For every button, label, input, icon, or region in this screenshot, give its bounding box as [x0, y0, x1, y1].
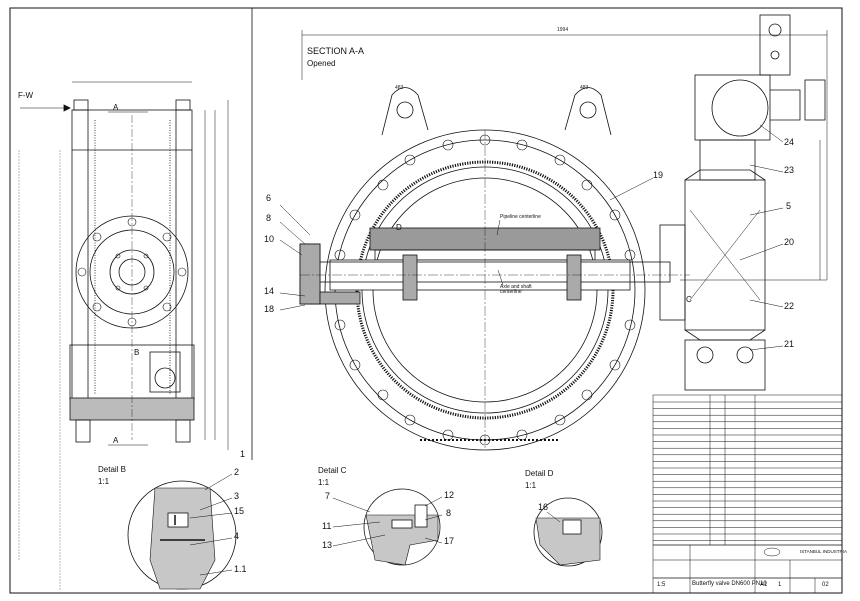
- callout-5: 5: [786, 201, 792, 211]
- callout-7: 7: [325, 491, 331, 501]
- detail-c-scale: 1:1: [318, 478, 330, 487]
- flow-label: F-W: [18, 91, 34, 100]
- callout-1-1: 1.1: [234, 564, 247, 574]
- callout-23: 23: [784, 165, 795, 175]
- dim-overall-length: 1994: [557, 27, 569, 33]
- callout-15: 15: [234, 506, 245, 516]
- pipeline-centerline-note: Pipeline centerline: [500, 214, 541, 220]
- detail-b: [127, 473, 237, 590]
- title-sheet-no: 1: [778, 582, 782, 588]
- callout-12: 12: [444, 490, 455, 500]
- title-company: ISTANBUL INDUSTRIA: [800, 549, 848, 554]
- detail-d: [533, 497, 603, 567]
- callout-13: 13: [322, 540, 333, 550]
- dim-ear-left: 483: [395, 85, 404, 91]
- callout-8-detail: 8: [446, 508, 452, 518]
- title-scale: 1:5: [657, 582, 666, 588]
- section-marker-top: A: [113, 103, 119, 112]
- section-state: Opened: [307, 59, 336, 68]
- callout-24: 24: [784, 137, 795, 147]
- callout-11: 11: [322, 521, 332, 531]
- section-title: SECTION A-A: [307, 46, 365, 56]
- detail-c: [332, 488, 443, 566]
- callout-b-marker: B: [134, 348, 140, 357]
- callout-6: 6: [266, 193, 272, 203]
- callout-c-marker: C: [686, 295, 692, 304]
- callout-19: 19: [653, 170, 664, 180]
- detail-c-title: Detail C: [318, 466, 347, 475]
- title-block: [652, 394, 843, 594]
- callout-2: 2: [234, 467, 240, 477]
- callout-14: 14: [264, 286, 275, 296]
- callout-1: 1: [240, 449, 246, 459]
- callout-3: 3: [234, 491, 240, 501]
- section-view: [279, 14, 828, 451]
- callout-d-marker: D: [396, 223, 402, 232]
- callout-16: 16: [538, 502, 549, 512]
- detail-d-scale: 1:1: [525, 481, 537, 490]
- axle-centerline-note: Axle and shaft centerline: [500, 284, 532, 295]
- title-product: Butterfly valve DN600 PN10: [692, 581, 767, 587]
- dim-ear-right: 483: [580, 85, 589, 91]
- callout-10: 10: [264, 234, 275, 244]
- detail-d-title: Detail D: [525, 469, 554, 478]
- side-view: [20, 81, 229, 450]
- callout-18: 18: [264, 304, 275, 314]
- callout-20: 20: [784, 237, 795, 247]
- drawing-frame: [9, 7, 843, 594]
- detail-b-scale: 1:1: [98, 477, 110, 486]
- callout-8: 8: [266, 213, 272, 223]
- callout-22: 22: [784, 301, 795, 311]
- detail-b-title: Detail B: [98, 465, 127, 474]
- title-sheet-size: A1: [760, 582, 768, 588]
- callout-17: 17: [444, 536, 455, 546]
- callout-4: 4: [234, 531, 240, 541]
- title-revision: 02: [822, 582, 829, 588]
- callout-21: 21: [784, 339, 795, 349]
- section-marker-bottom: A: [113, 436, 119, 445]
